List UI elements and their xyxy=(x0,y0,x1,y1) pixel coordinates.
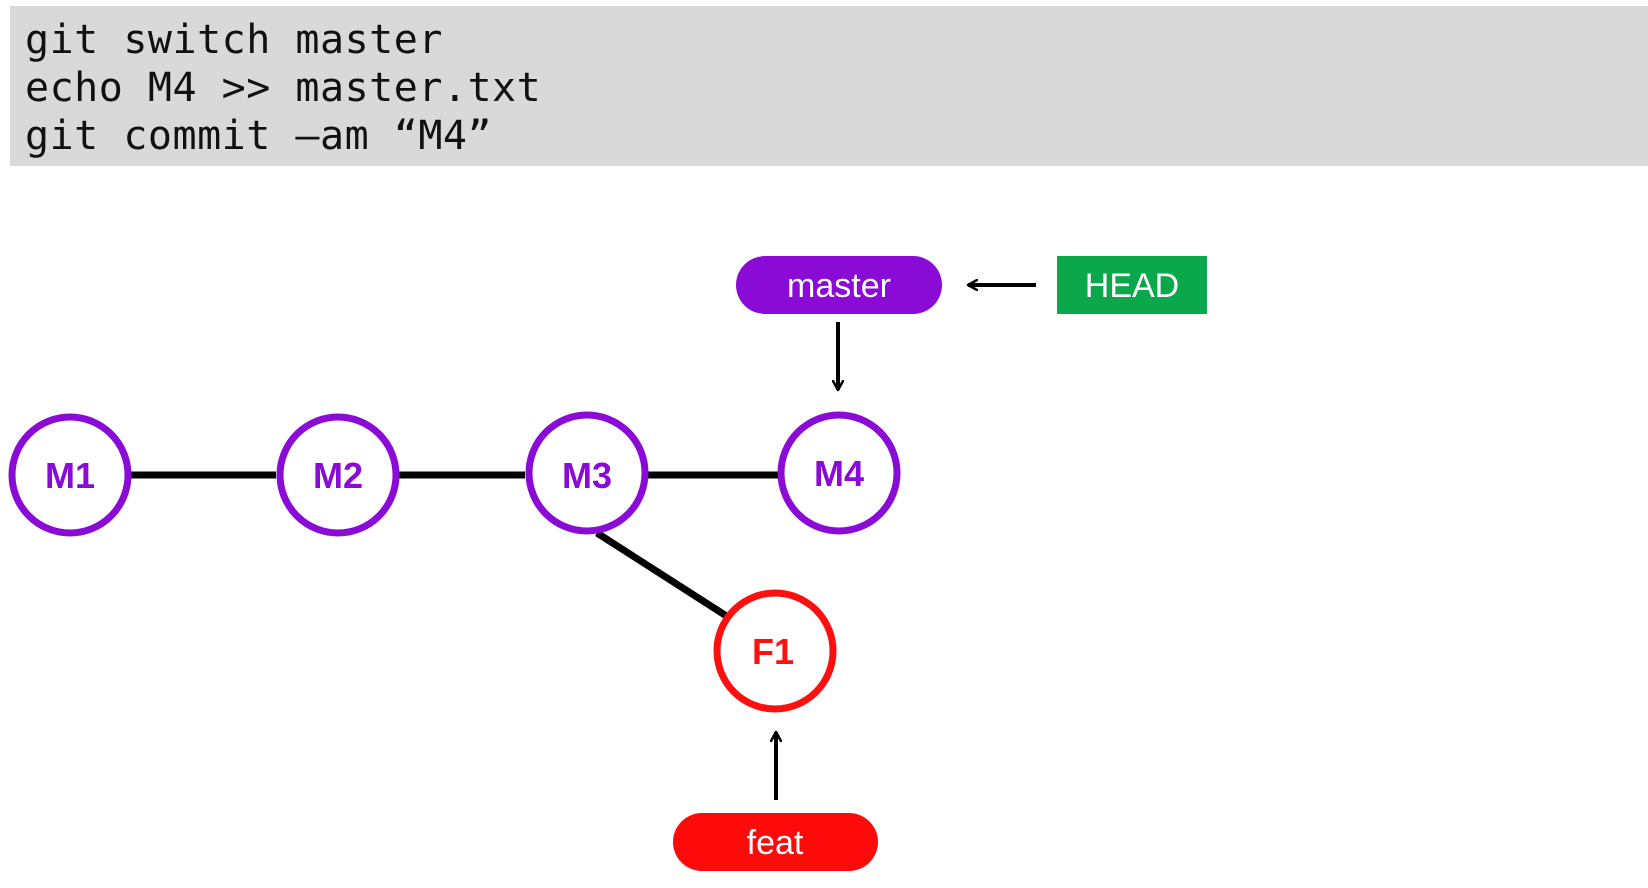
branch-master: master xyxy=(736,256,942,314)
commit-m3-label: M3 xyxy=(562,455,612,496)
commit-m4: M4 xyxy=(777,411,901,535)
branch-feat-pill xyxy=(673,813,878,871)
head-ref-label: HEAD xyxy=(1085,267,1179,305)
branch-master-label: master xyxy=(787,267,891,305)
commit-m1-circle xyxy=(8,413,132,537)
command-code-block: git switch master echo M4 >> master.txt … xyxy=(10,6,1648,166)
head-ref-box xyxy=(1057,256,1207,314)
commit-m1: M1 xyxy=(8,413,132,537)
commit-m3-circle xyxy=(525,411,649,535)
commit-m2-label: M2 xyxy=(313,455,363,496)
commit-f1-label: F1 xyxy=(752,631,794,672)
code-line-3: git commit –am “M4” xyxy=(25,113,493,159)
commit-m2-circle xyxy=(276,413,400,537)
commit-m1-label: M1 xyxy=(45,455,95,496)
commit-f1-circle xyxy=(713,589,837,713)
branch-master-pill xyxy=(736,256,942,314)
commit-f1: F1 xyxy=(713,589,837,713)
edge-m3-f1 xyxy=(595,530,730,620)
commit-m4-label: M4 xyxy=(814,453,864,494)
branch-feat: feat xyxy=(673,813,878,871)
code-line-1: git switch master xyxy=(25,17,443,63)
branch-feat-label: feat xyxy=(747,824,804,862)
head-ref: HEAD xyxy=(1057,256,1207,314)
commit-m4-circle xyxy=(777,411,901,535)
code-line-2: echo M4 >> master.txt xyxy=(25,65,542,111)
commit-m3: M3 xyxy=(525,411,649,535)
commit-m2: M2 xyxy=(276,413,400,537)
